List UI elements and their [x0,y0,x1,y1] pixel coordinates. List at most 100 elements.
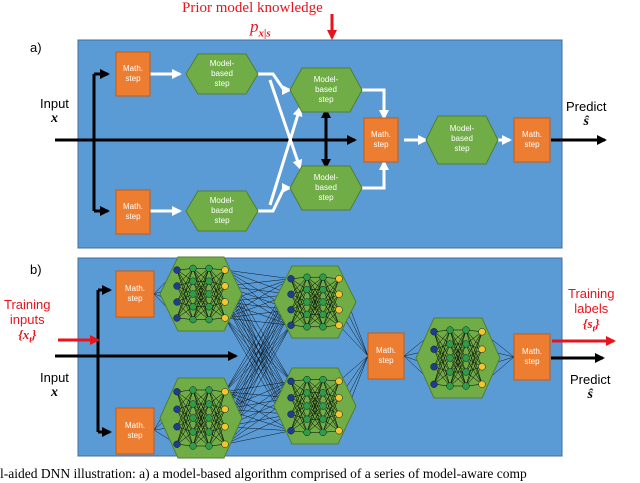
bottom-mid-network-neuron [303,375,311,384]
panel-a-model-step-top-mid: Model- based step [289,67,363,113]
right-network-neuron [446,354,454,362]
bottom-left-network-neuron [221,388,229,396]
panel-a-math-step-right: Math. step [513,117,551,163]
top-mid-network-neuron [303,285,311,294]
math-step-text-1: Math. [522,347,542,356]
model-step-text-2: based [451,134,473,143]
model-step-text-3: step [454,144,470,153]
bottom-left-network-neuron [189,414,197,422]
panel-a-math-step-bottom: Math. step [115,189,151,235]
math-step-text-1: Math. [376,346,396,355]
bottom-left-network-neuron [189,442,197,450]
model-step-text-1: Model- [314,75,339,84]
top-left-network-neuron [189,264,197,273]
bottom-left-network-neuron [189,400,197,408]
bottom-left-network-neuron [221,440,229,448]
bottom-mid-network-neuron [335,427,343,435]
top-left-network-neuron [205,315,213,324]
top-mid-network-neuron [335,321,343,329]
top-left-network-neuron [205,277,213,285]
model-step-text-2: based [211,69,233,78]
right-network-neuron [462,354,470,362]
bottom-left-network-neuron [205,442,213,450]
math-step-text-2: step [524,140,540,149]
bottom-mid-network-neuron [303,389,311,397]
top-left-network-neuron [205,290,213,298]
bottom-left-network-neuron [221,405,229,413]
bottom-left-network-neuron [189,386,197,394]
top-left-network-neuron [189,290,197,298]
top-left-network-neuron [205,264,213,273]
right-network-neuron [446,382,454,390]
right-network-neuron [462,368,470,376]
top-mid-network-neuron [319,323,327,331]
math-step-text-2: step [378,356,394,365]
top-mid-network-neuron [287,321,295,329]
bottom-mid-network-neuron [335,377,343,385]
bottom-mid-network-neuron [319,428,327,437]
top-left-network-neuron [173,314,181,322]
model-step-text-1: Model- [210,196,235,205]
top-mid-network-neuron [319,310,327,319]
model-step-text-1: Model- [314,173,339,182]
right-network-neuron [462,382,470,390]
math-step-text-2: step [125,212,141,221]
bottom-left-network-neuron [189,428,197,436]
panel-a-model-step-top-left: Model- based step [185,53,259,95]
panel-a-model-step-right: Model- based step [425,115,499,165]
model-step-text-3: step [318,193,334,202]
model-step-text-1: Model- [450,124,475,133]
top-mid-network-neuron [303,273,311,281]
top-left-network-neuron [221,266,229,274]
panel-a-math-step-center: Math. step [363,117,399,163]
right-network-neuron [430,345,438,353]
bottom-left-network-neuron [205,414,213,422]
bottom-left-network-neuron [221,423,229,431]
bottom-mid-network-neuron [303,428,311,437]
bottom-mid-network-neuron [319,402,327,410]
math-step-text-2: step [125,74,141,83]
prior-knowledge-formula: px|s [250,17,271,40]
top-mid-network-neuron [303,323,311,331]
right-network-neuron [462,340,470,348]
math-step-text-2: step [524,357,540,366]
bottom-mid-network-neuron [335,410,343,418]
bottom-left-network-neuron [173,405,181,413]
top-left-network-neuron [173,282,181,290]
right-network-neuron [462,326,470,334]
right-network-neuron [446,326,454,334]
bottom-left-network-neuron [173,440,181,448]
model-step-text-3: step [214,216,230,225]
math-step-text-1: Math. [123,64,143,73]
panel-b-math-step-center: Math. step [367,332,405,380]
right-network-neuron [446,340,454,348]
right-network-neuron [478,328,486,336]
math-step-text-2: step [127,431,143,440]
top-mid-network-neuron [335,275,343,283]
top-left-network-neuron [221,282,229,290]
math-step-text-1: Math. [371,130,391,139]
panel-a-math-step-top: Math. step [115,51,151,97]
panel-a-model-step-bottom-left: Model- based step [185,190,259,232]
bottom-left-network-neuron [173,388,181,396]
bottom-mid-network-neuron [319,389,327,397]
bottom-mid-network-neuron [303,415,311,423]
bottom-mid-network-neuron [335,394,343,402]
math-step-text-1: Math. [123,202,143,211]
top-mid-network-neuron [319,273,327,281]
model-step-text-3: step [214,79,230,88]
top-mid-network-neuron [287,275,295,283]
prior-knowledge-title: Prior model knowledge [182,0,323,16]
panel-a-label: a) [30,40,42,55]
top-left-network-neuron [189,303,197,311]
training-inputs-var: {xt} [18,327,37,345]
right-network-neuron [430,363,438,371]
top-left-network-neuron [221,298,229,306]
top-mid-network-neuron [287,306,295,314]
